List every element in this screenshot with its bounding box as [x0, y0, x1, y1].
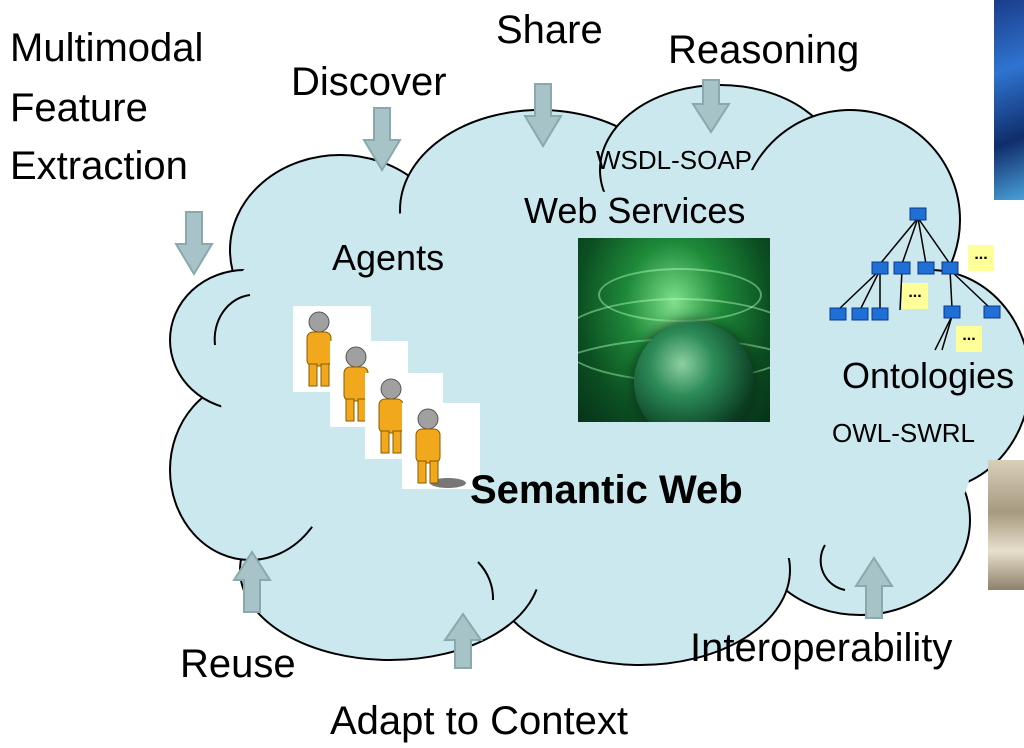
- down-arrow-icon: [691, 79, 731, 134]
- label-extraction: Extraction: [10, 144, 188, 188]
- photo-fragment-top-right: [994, 0, 1024, 200]
- arrows-out: [232, 550, 894, 669]
- label-share: Share: [496, 8, 603, 52]
- globe-image: [578, 238, 770, 422]
- arrows-in: [174, 79, 731, 276]
- down-arrow-icon: [362, 107, 402, 172]
- label-semantic-web: Semantic Web: [470, 468, 743, 512]
- label-multimodal: Multimodal: [10, 26, 204, 70]
- down-arrow-icon: [174, 211, 214, 276]
- up-arrow-icon: [854, 556, 894, 619]
- label-agents: Agents: [332, 237, 445, 278]
- label-ontologies: Ontologies: [842, 355, 1015, 396]
- label-web-services: Web Services: [524, 190, 746, 231]
- label-adapt-to-context: Adapt to Context: [330, 699, 628, 743]
- person-icon: [402, 403, 480, 489]
- up-arrow-icon: [232, 550, 272, 613]
- ontology-note: ...: [956, 326, 982, 352]
- photo-fragment-right: [988, 460, 1024, 590]
- label-feature: Feature: [10, 86, 148, 130]
- label-owl-swrl: OWL-SWRL: [832, 418, 975, 448]
- label-discover: Discover: [291, 60, 447, 104]
- ontology-tree-icon: [829, 207, 1001, 351]
- ontology-note: ...: [968, 245, 994, 271]
- up-arrow-icon: [443, 612, 483, 669]
- ontology-note: ...: [902, 283, 928, 309]
- down-arrow-icon: [523, 83, 563, 148]
- label-wsdl-soap: WSDL-SOAP: [596, 145, 753, 175]
- label-reuse: Reuse: [180, 642, 296, 686]
- label-reasoning: Reasoning: [668, 28, 860, 72]
- label-interoperability: Interoperability: [690, 626, 953, 670]
